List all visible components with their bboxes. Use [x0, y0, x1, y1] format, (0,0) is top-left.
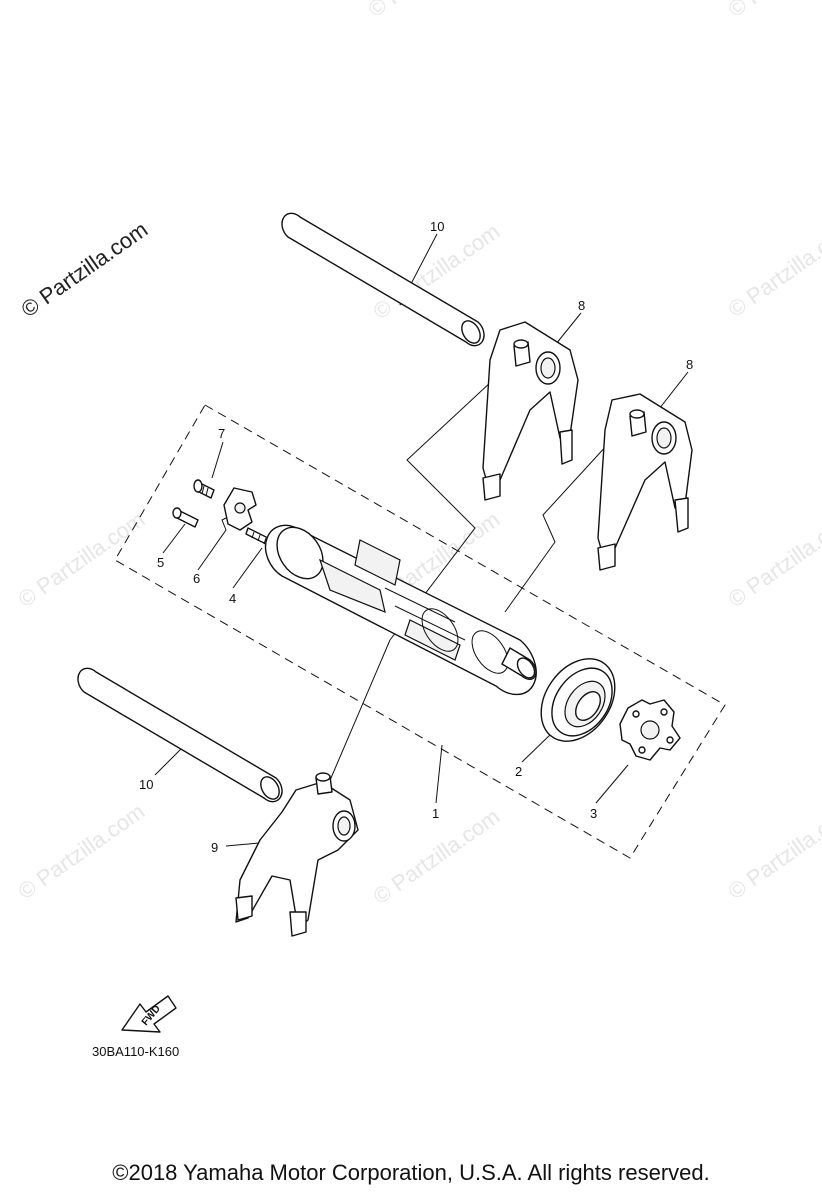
callout-3: 3 — [590, 806, 597, 821]
screw-7 — [193, 479, 215, 499]
watermark: © Partzilla.com — [14, 507, 150, 613]
watermark: © Partzilla.com — [724, 217, 822, 323]
shift-fork-8-right — [597, 393, 693, 571]
callout-8-right: 8 — [686, 357, 693, 372]
callout-9: 9 — [211, 840, 218, 855]
callout-8-left: 8 — [578, 298, 585, 313]
watermark: © Partzilla.com — [724, 799, 822, 905]
callout-4: 4 — [229, 591, 236, 606]
callout-10-bottom: 10 — [139, 777, 153, 792]
shift-drum-1 — [264, 524, 537, 696]
callout-labels: 10 8 8 7 5 6 4 2 1 3 10 9 — [139, 219, 693, 855]
pin-5 — [172, 507, 199, 528]
watermark: © Partzilla.com — [724, 0, 822, 22]
watermark: © Partzilla.com — [724, 507, 822, 613]
callout-6: 6 — [193, 571, 200, 586]
callout-2: 2 — [515, 764, 522, 779]
assembly-boundary — [114, 404, 726, 859]
segment-plate-6 — [223, 487, 257, 531]
bearing-2 — [540, 658, 616, 742]
fork-shaft-top — [281, 212, 485, 347]
callout-7: 7 — [218, 426, 225, 441]
copyright-notice: ©2018 Yamaha Motor Corporation, U.S.A. A… — [112, 1160, 710, 1185]
watermark-group: © Partzilla.com © Partzilla.com © Partzi… — [14, 0, 822, 909]
fwd-arrow-icon: FWD — [121, 995, 177, 1033]
fork-shaft-bottom — [77, 667, 283, 803]
stopper-3 — [619, 699, 681, 761]
callout-1: 1 — [432, 806, 439, 821]
watermark-corner: © Partzilla.com — [17, 217, 153, 323]
callout-10-top: 10 — [430, 219, 444, 234]
watermark: © Partzilla.com — [364, 0, 500, 22]
diagram-code: 30BA110-K160 — [92, 1044, 179, 1059]
shift-fork-9 — [235, 772, 359, 937]
watermark: © Partzilla.com — [14, 799, 150, 905]
callout-5: 5 — [157, 555, 164, 570]
shift-fork-8-left — [482, 321, 579, 501]
